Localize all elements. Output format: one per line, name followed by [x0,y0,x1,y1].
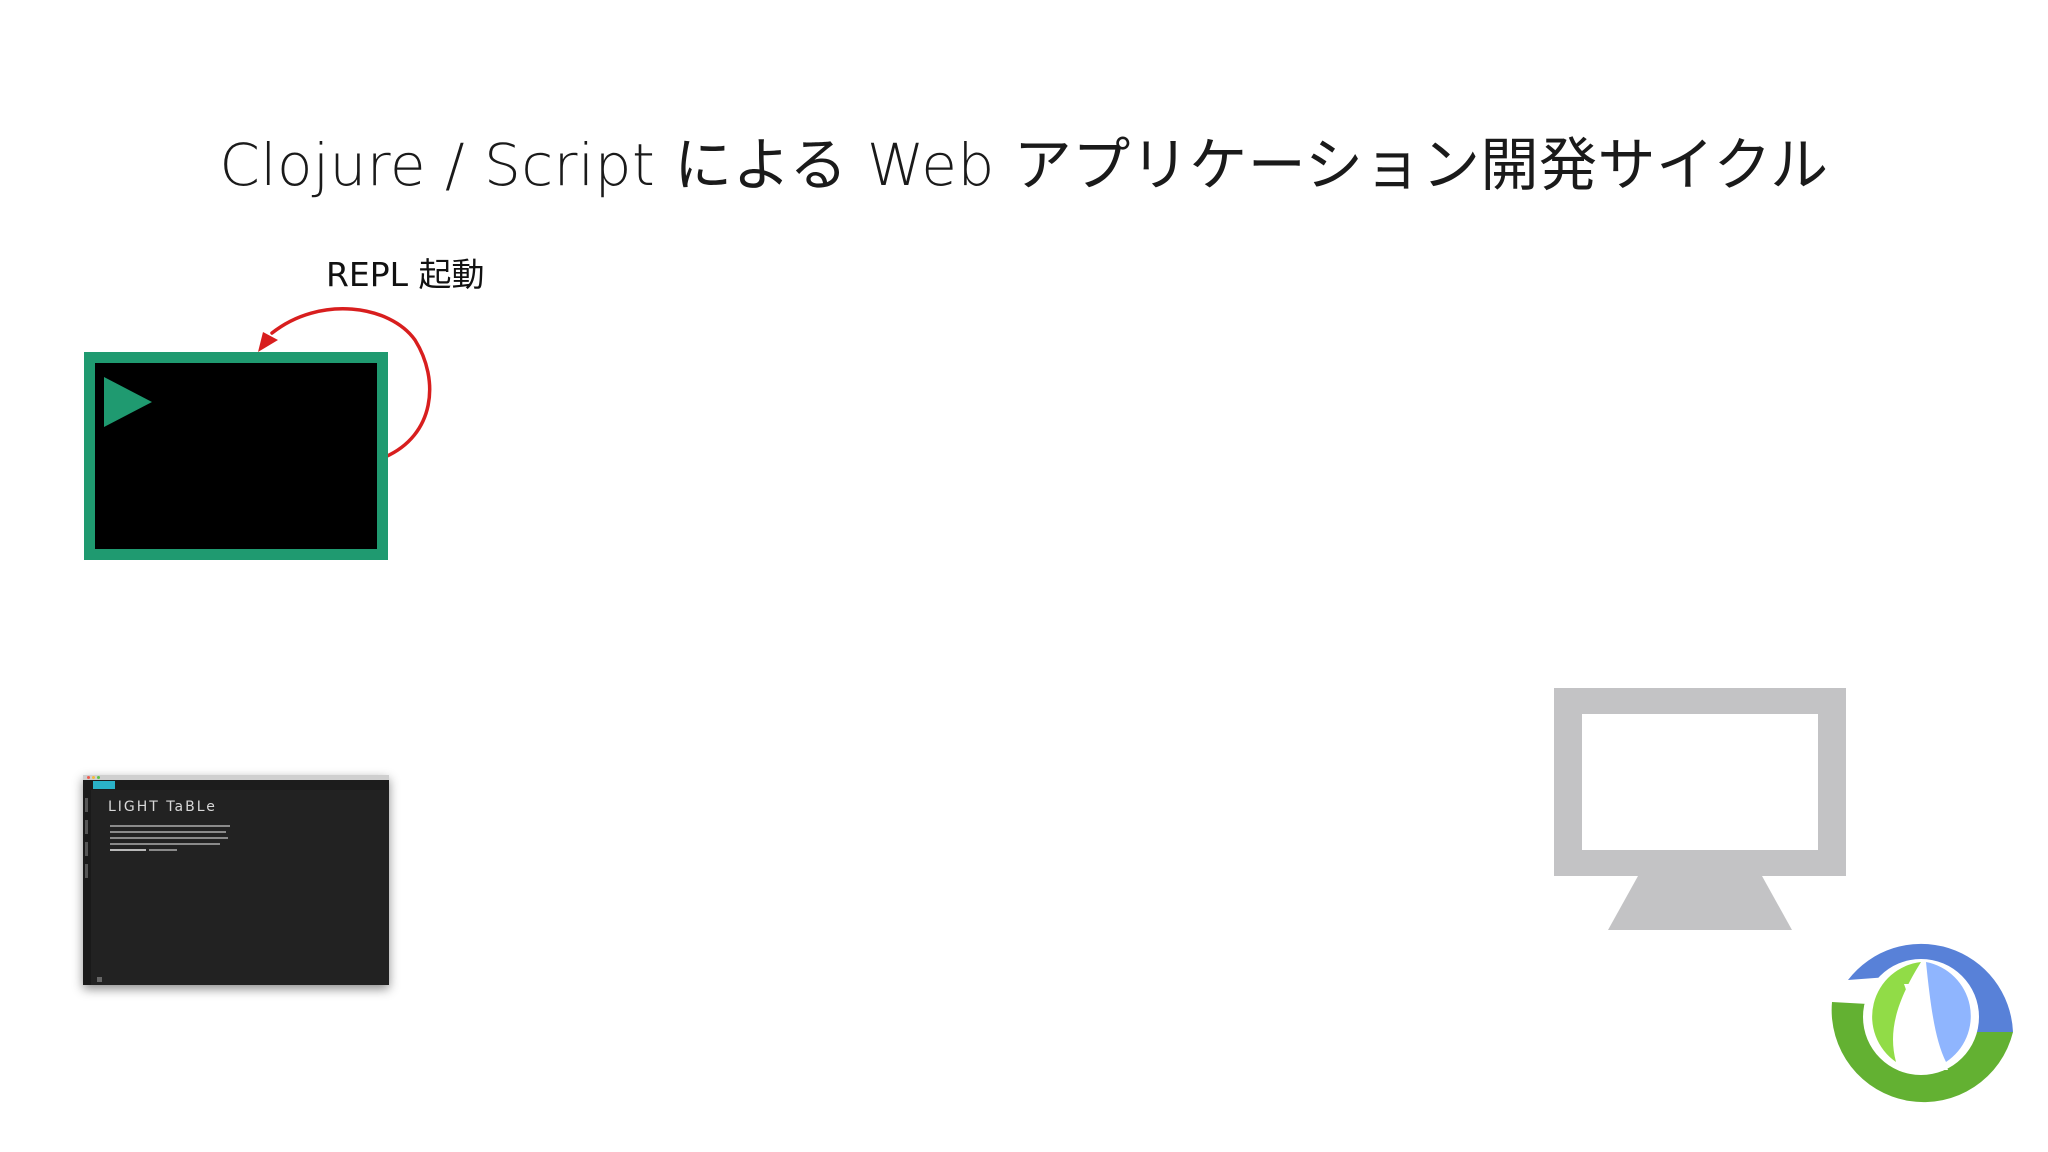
editor-text-line [110,837,228,839]
repl-cycle-arrowhead [258,332,278,352]
monitor-icon [1554,688,1846,930]
clojure-logo-lambda [1898,984,1948,1070]
editor-text-line [110,831,226,833]
repl-start-label: REPL 起動 [326,255,485,294]
clojure-logo-blue-arc [1848,943,2013,1032]
editor-text-line [110,825,230,827]
editor-status-indicator [97,977,102,982]
editor-logo: LIGHT TaBLe [108,799,217,815]
editor-titlebar [83,775,389,780]
repl-cycle-arrow [258,307,432,459]
clojure-logo-green-arc [1831,1002,2013,1103]
light-table-editor-screenshot: LIGHT TaBLe [83,775,389,985]
slide-title: Clojure / Script による Web アプリケーション開発サイクル [219,131,1829,199]
play-icon [104,377,152,427]
editor-text-line [110,843,220,845]
editor-text-line [149,849,177,851]
monitor-screen [1582,714,1818,850]
editor-tabbar [83,780,389,790]
clojure-logo-light-green [1872,962,1921,1062]
editor-text-line [110,849,146,851]
clojure-logo-light-blue [1926,962,1971,1062]
terminal-window [84,352,388,560]
clojure-logo [1829,925,2013,1109]
monitor-stand [1608,876,1792,930]
editor-tab [93,781,115,789]
editor-sidebar [83,790,91,985]
repl-cycle-arrow-path [270,307,432,459]
